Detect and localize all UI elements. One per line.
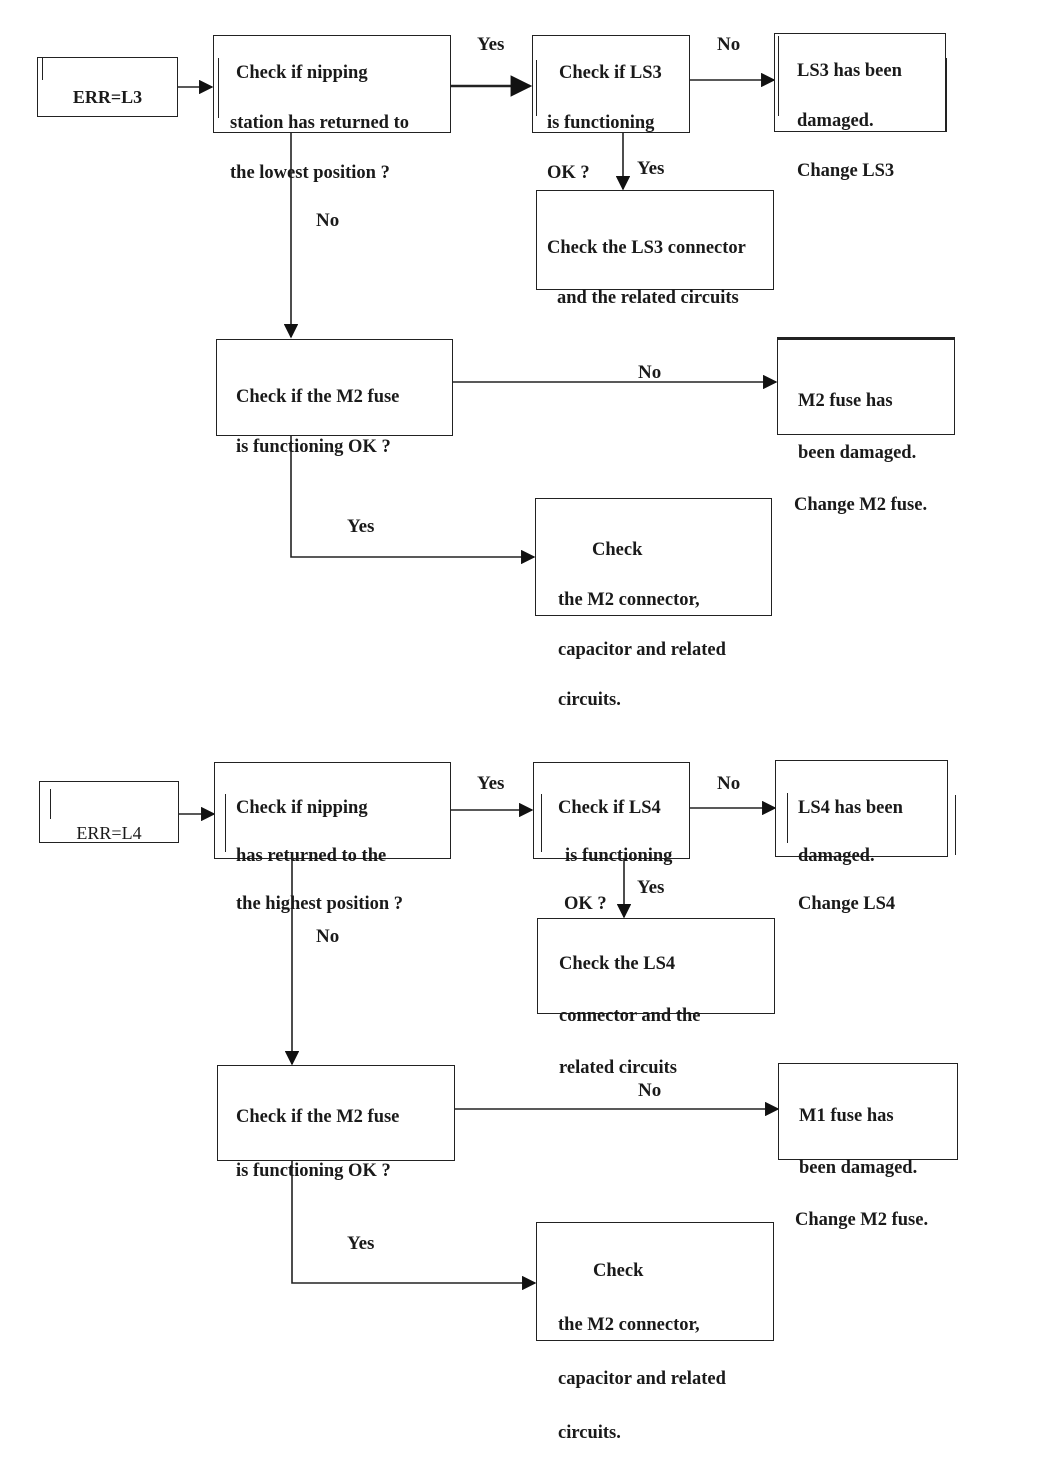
label-q1-no-l4: No [316, 926, 340, 947]
label-q3-no-l4: No [638, 1080, 662, 1101]
start-box-err-l3: ERR=L3 [37, 57, 178, 117]
result-check-m2-connector: Check the M2 connector, capacitor and re… [536, 1222, 774, 1443]
label-q2-no-l3: No [717, 34, 741, 55]
question-nipping-lowest: Check if nipping station has returned to… [213, 35, 451, 183]
question-ls4-functioning: Check if LS4 is functioning OK ? [533, 762, 690, 914]
label-q3-yes-l4: Yes [347, 1233, 375, 1254]
label-q3-yes-l3: Yes [347, 516, 375, 537]
result-check-ls3-connector: Check the LS3 connector and the related … [536, 190, 774, 308]
label-q2-yes-l4: Yes [637, 877, 665, 898]
result-m2-fuse-damaged: M2 fuse has been damaged. Change M2 fuse… [777, 337, 955, 515]
start-label: ERR=L3 [72, 87, 143, 107]
label-q2-yes-l3: Yes [637, 158, 665, 179]
question-m2-fuse: Check if the M2 fuse is functioning OK ? [216, 339, 453, 457]
result-check-ls4-connector: Check the LS4 connector and the related … [537, 918, 775, 1078]
label-q3-no-l3: No [638, 362, 662, 383]
result-check-m2-connector: Check the M2 connector, capacitor and re… [535, 498, 772, 710]
result-ls3-damaged: LS3 has been damaged. Change LS3 [774, 33, 946, 181]
label-q1-no-l3: No [316, 210, 340, 231]
label-q2-no-l4: No [717, 773, 741, 794]
start-box-err-l4: ERR=L4 [39, 781, 179, 843]
start-label: ERR=L4 [76, 823, 142, 843]
label-q1-yes-l4: Yes [477, 773, 505, 794]
question-ls3-functioning: Check if LS3 is functioning OK ? [532, 35, 690, 183]
result-ls4-damaged: LS4 has been damaged. Change LS4 [775, 760, 948, 914]
result-m1-fuse-damaged: M1 fuse has been damaged. Change M2 fuse… [778, 1063, 958, 1230]
question-nipping-highest: Check if nipping has returned to the the… [214, 762, 451, 914]
question-m2-fuse: Check if the M2 fuse is functioning OK ? [217, 1065, 455, 1181]
label-q1-yes-l3: Yes [477, 34, 505, 55]
